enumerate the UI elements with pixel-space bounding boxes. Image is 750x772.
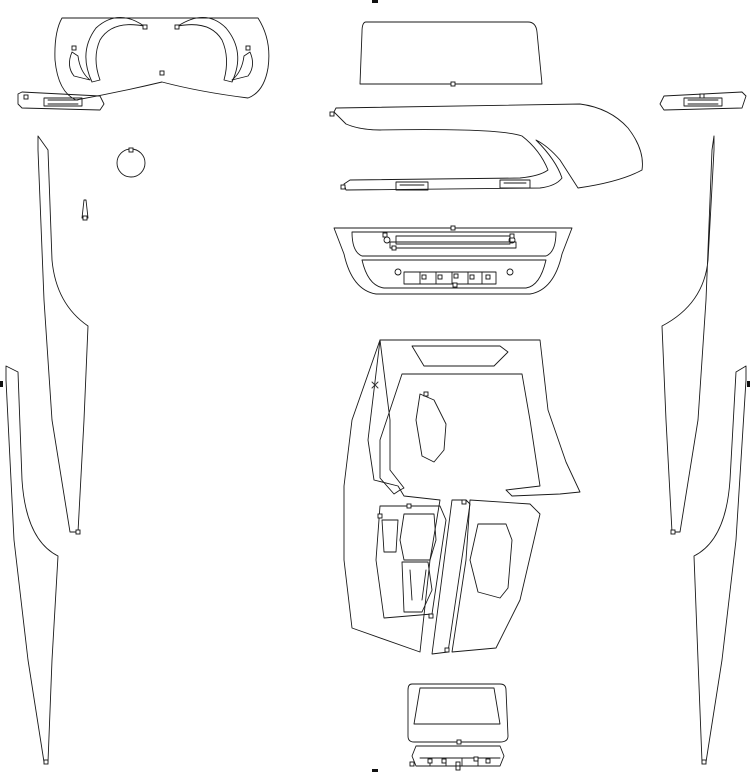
bottom-edge-marker bbox=[372, 769, 378, 772]
dashboard-trim-strip[interactable] bbox=[329, 103, 643, 191]
right-gauge-ring bbox=[177, 17, 239, 83]
left-gauge-ring bbox=[85, 17, 145, 83]
right-a-pillar-upper[interactable] bbox=[661, 135, 715, 535]
right-a-pillar-lower[interactable] bbox=[693, 365, 747, 765]
right-vent-strip[interactable] bbox=[659, 91, 747, 111]
center-console-trim[interactable] bbox=[343, 339, 581, 653]
small-stalk-piece[interactable] bbox=[81, 199, 89, 221]
left-vent-strip[interactable] bbox=[17, 91, 105, 111]
left-edge-marker bbox=[0, 381, 3, 387]
right-edge-marker bbox=[747, 381, 750, 387]
gear-selector-panel[interactable] bbox=[375, 499, 541, 655]
rear-console-screen[interactable] bbox=[407, 683, 509, 745]
rear-console-buttons[interactable] bbox=[409, 745, 505, 771]
round-button-cap[interactable] bbox=[116, 147, 146, 178]
left-a-pillar-upper[interactable] bbox=[37, 135, 89, 535]
climate-control-panel[interactable] bbox=[333, 225, 573, 295]
instrument-cluster-trim[interactable] bbox=[54, 17, 270, 101]
top-edge-marker bbox=[372, 0, 378, 3]
delete-icon[interactable] bbox=[371, 381, 379, 389]
left-a-pillar-lower[interactable] bbox=[5, 365, 59, 765]
head-unit-display-frame[interactable] bbox=[359, 21, 543, 87]
